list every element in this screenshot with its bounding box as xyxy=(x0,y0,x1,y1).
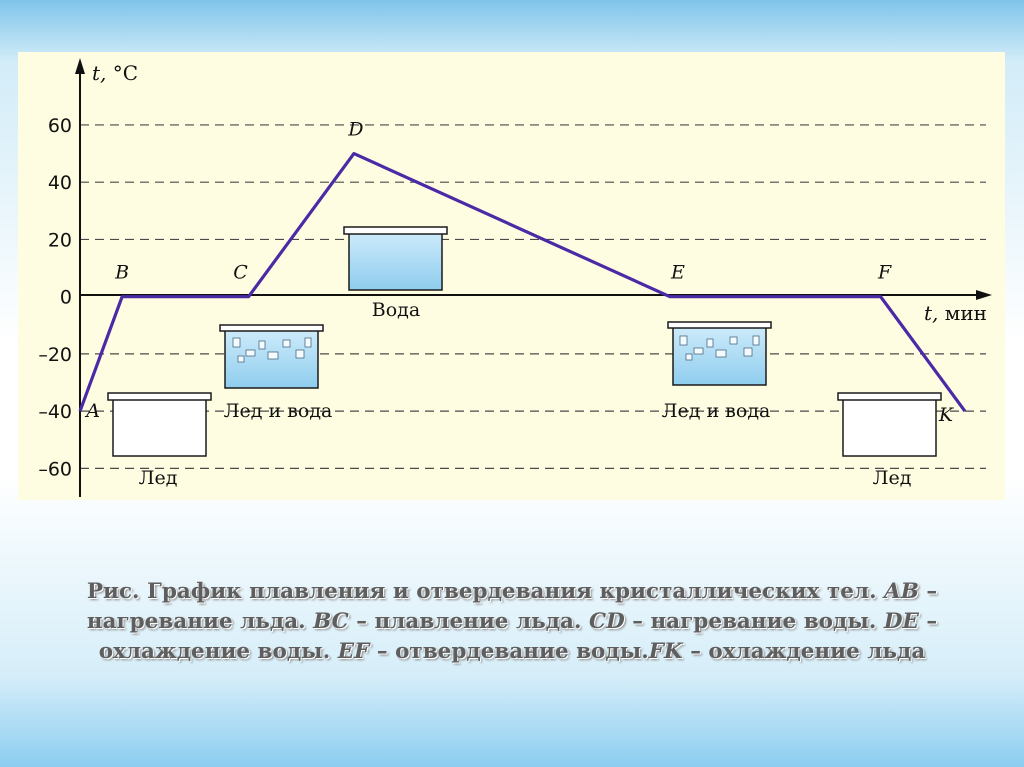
figure-caption: Рис. График плавления и отвердевания кри… xyxy=(20,577,1004,667)
x-axis-arrow xyxy=(976,290,992,300)
container-body xyxy=(842,397,937,457)
ice-chunks xyxy=(679,335,760,361)
y-axis-arrow xyxy=(75,58,85,74)
label-water: Вода xyxy=(372,299,420,321)
point-label-b: B xyxy=(114,262,129,284)
segment-cd: CD xyxy=(588,609,625,634)
x-axis-label: t, мин xyxy=(924,301,987,325)
label-ice-right: Лед xyxy=(873,467,912,489)
point-label-d: D xyxy=(347,119,363,141)
container-rim xyxy=(837,392,942,401)
container-rim xyxy=(219,324,324,332)
series-group xyxy=(78,151,967,413)
y-axis-unit: °C xyxy=(106,61,138,85)
segment-ef: EF xyxy=(337,639,370,664)
caption-text: – охлаждение льда xyxy=(682,639,926,664)
y-tick-label: 20 xyxy=(48,229,72,251)
segment-ab: AB xyxy=(884,579,919,604)
segment-de: DE xyxy=(883,609,919,634)
y-tick-labels: 60 40 20 0 –20 –40 –60 xyxy=(38,115,72,480)
point-label-e: E xyxy=(670,262,685,284)
container-body xyxy=(348,231,443,291)
ice-chunks xyxy=(232,337,312,363)
y-axis-label: t, °C xyxy=(92,61,138,85)
y-tick-label: 0 xyxy=(60,287,72,309)
caption-text: – отвердевание воды. xyxy=(369,639,649,664)
series-line xyxy=(78,151,967,413)
point-label-k: K xyxy=(938,404,955,426)
caption-text: – охлаждение воды. xyxy=(98,609,938,664)
water-container xyxy=(343,226,448,291)
caption-text: Рис. График плавления и отвердевания кри… xyxy=(86,579,885,604)
axes: t, °C t, мин xyxy=(75,58,992,497)
label-ice-water-right: Лед и вода xyxy=(662,400,771,422)
caption-text: – нагревание льда. xyxy=(86,579,938,634)
caption-text: – плавление льда. xyxy=(348,609,589,634)
y-axis-var: t, xyxy=(92,61,106,85)
segment-fk: FK xyxy=(648,639,683,664)
x-axis-var: t, xyxy=(924,301,938,325)
x-axis-unit: мин xyxy=(938,301,987,325)
segment-bc: BC xyxy=(313,609,349,634)
label-ice-left: Лед xyxy=(139,467,178,489)
y-tick-label: –40 xyxy=(38,401,72,423)
y-tick-label: 60 xyxy=(48,115,72,137)
y-tick-label: 40 xyxy=(48,172,72,194)
y-tick-label: –60 xyxy=(38,458,72,480)
ice-water-container-right xyxy=(667,321,772,386)
container-rim xyxy=(107,392,212,401)
container-body xyxy=(112,397,207,457)
ice-water-container-left xyxy=(219,324,324,389)
ice-container-left xyxy=(107,392,212,457)
caption-text: – нагревание воды. xyxy=(624,609,884,634)
point-labels: A B C D E F K xyxy=(84,119,955,427)
container-rim xyxy=(343,226,448,235)
point-label-f: F xyxy=(877,262,892,284)
point-label-a: A xyxy=(84,400,100,422)
ice-container-right xyxy=(837,392,942,457)
y-tick-label: –20 xyxy=(38,344,72,366)
label-ice-water-left: Лед и вода xyxy=(224,400,333,422)
container-rim xyxy=(667,321,772,329)
point-label-c: C xyxy=(233,262,248,284)
